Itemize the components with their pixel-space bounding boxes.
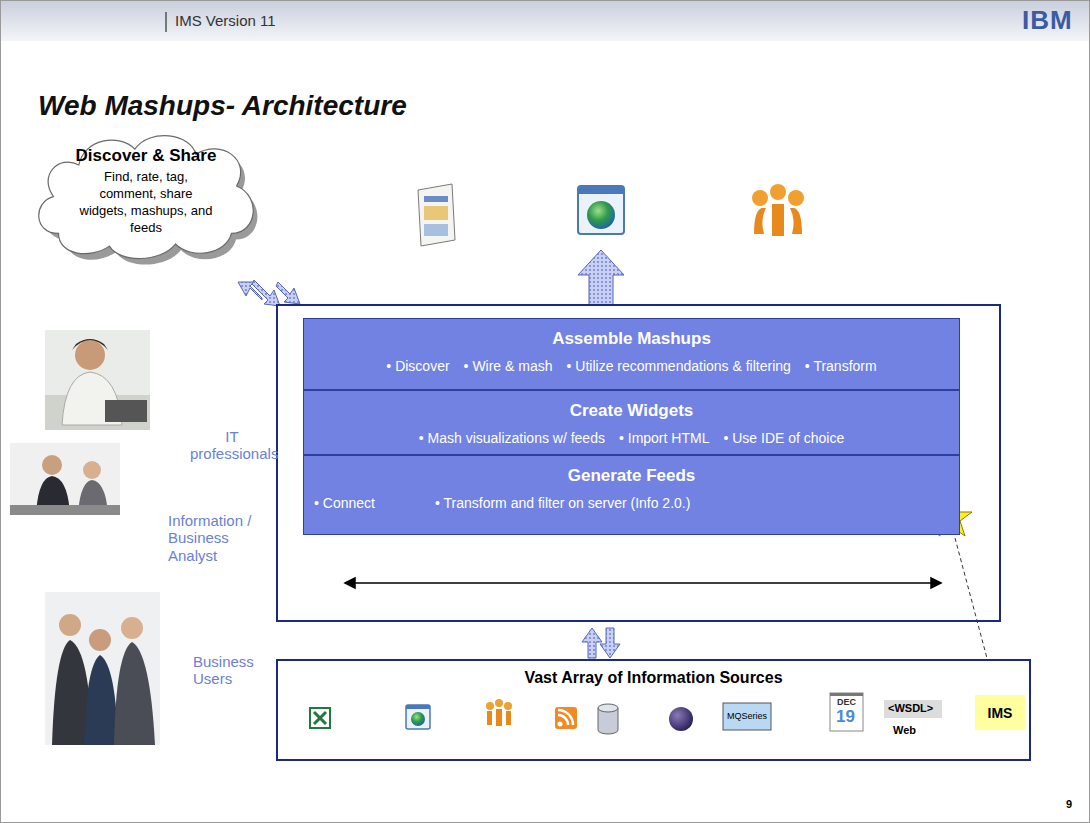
band-heading: Generate Feeds [304,456,959,486]
share-cloud: Discover & ShareFind, rate, tag, comment… [28,128,264,263]
browser-icon [578,186,624,234]
dashboard-icon [418,184,455,246]
bullet-item: • Utilize recommendations & filtering [567,358,791,374]
bullet-row: • Discover • Wire & mash • Utilize recomme… [304,358,959,374]
bullet-item: • Discover [386,358,449,374]
photo-business-users [45,592,160,745]
assemble-band: Assemble Mashups• Discover• Wire & mash•… [303,318,960,390]
share-arrows [238,280,300,306]
bullet-row: • Mash visualizations w/ feeds • Import H… [304,430,959,446]
ims-source: IMS [975,695,1025,730]
sources-box [277,660,1030,760]
slide-title: Web Mashups- Architecture [38,90,407,122]
widgets-band: Create Widgets • Mash visualizations w/ f… [303,390,960,455]
ims-text: IMS [988,705,1013,721]
bullet-item: • Import HTML [619,430,709,446]
header-text: IMS Version 11 [175,12,276,29]
bullet-item: • Connect [314,495,375,511]
range-line [345,578,941,588]
bullet-item: • Wire & mash [464,358,553,374]
mqseries-icon [723,703,771,730]
browser-icon-small [406,705,430,729]
bullet-item: • Transform [805,358,877,374]
photo-business-analyst [10,443,120,515]
cloud-body: Find, rate, tag, comment, share widgets,… [76,169,216,237]
bullet-item: • Mash visualizations w/ feeds [419,430,605,446]
icon-label: <WSDL> [888,702,933,715]
feeds-band: Generate Feeds • Connect • Transform and f… [303,455,960,535]
database-icon [598,704,618,734]
icon-label: MQSeries [726,711,768,721]
cloud-heading: Discover & Share [28,146,264,166]
platform-box [277,305,1000,621]
page-number: 9 [1066,798,1072,811]
bullet-item: • Use IDE of choice [723,430,844,446]
company-logo: IBM [1022,6,1073,36]
data-arrows [582,628,620,658]
output-arrow [578,250,624,305]
lotus-icon [752,184,804,236]
sphere-icon [669,707,693,731]
rss-icon [555,707,577,729]
calendar-month: DEC [837,697,856,707]
band-heading: Assemble Mashups [304,319,959,349]
bullet-item: • Transform and filter on server (Info 2… [435,495,690,511]
calendar-day: 19 [836,707,855,727]
role-label: IT professionals [190,428,274,463]
icon-label: Web [893,724,916,737]
bullet-row: • Connect • Transform and filter on serve… [304,495,959,511]
band-heading: Create Widgets [304,391,959,421]
role-label: Information / Business Analyst [168,512,268,564]
lotus-icon-small [486,699,512,726]
role-label: Business Users [193,653,265,688]
sources-heading: Vast Array of Information Sources [277,660,1030,687]
calendar-icon [830,693,863,731]
wsdl-badge [884,700,942,718]
photo-it-professional [45,330,150,430]
excel-icon [310,708,330,728]
